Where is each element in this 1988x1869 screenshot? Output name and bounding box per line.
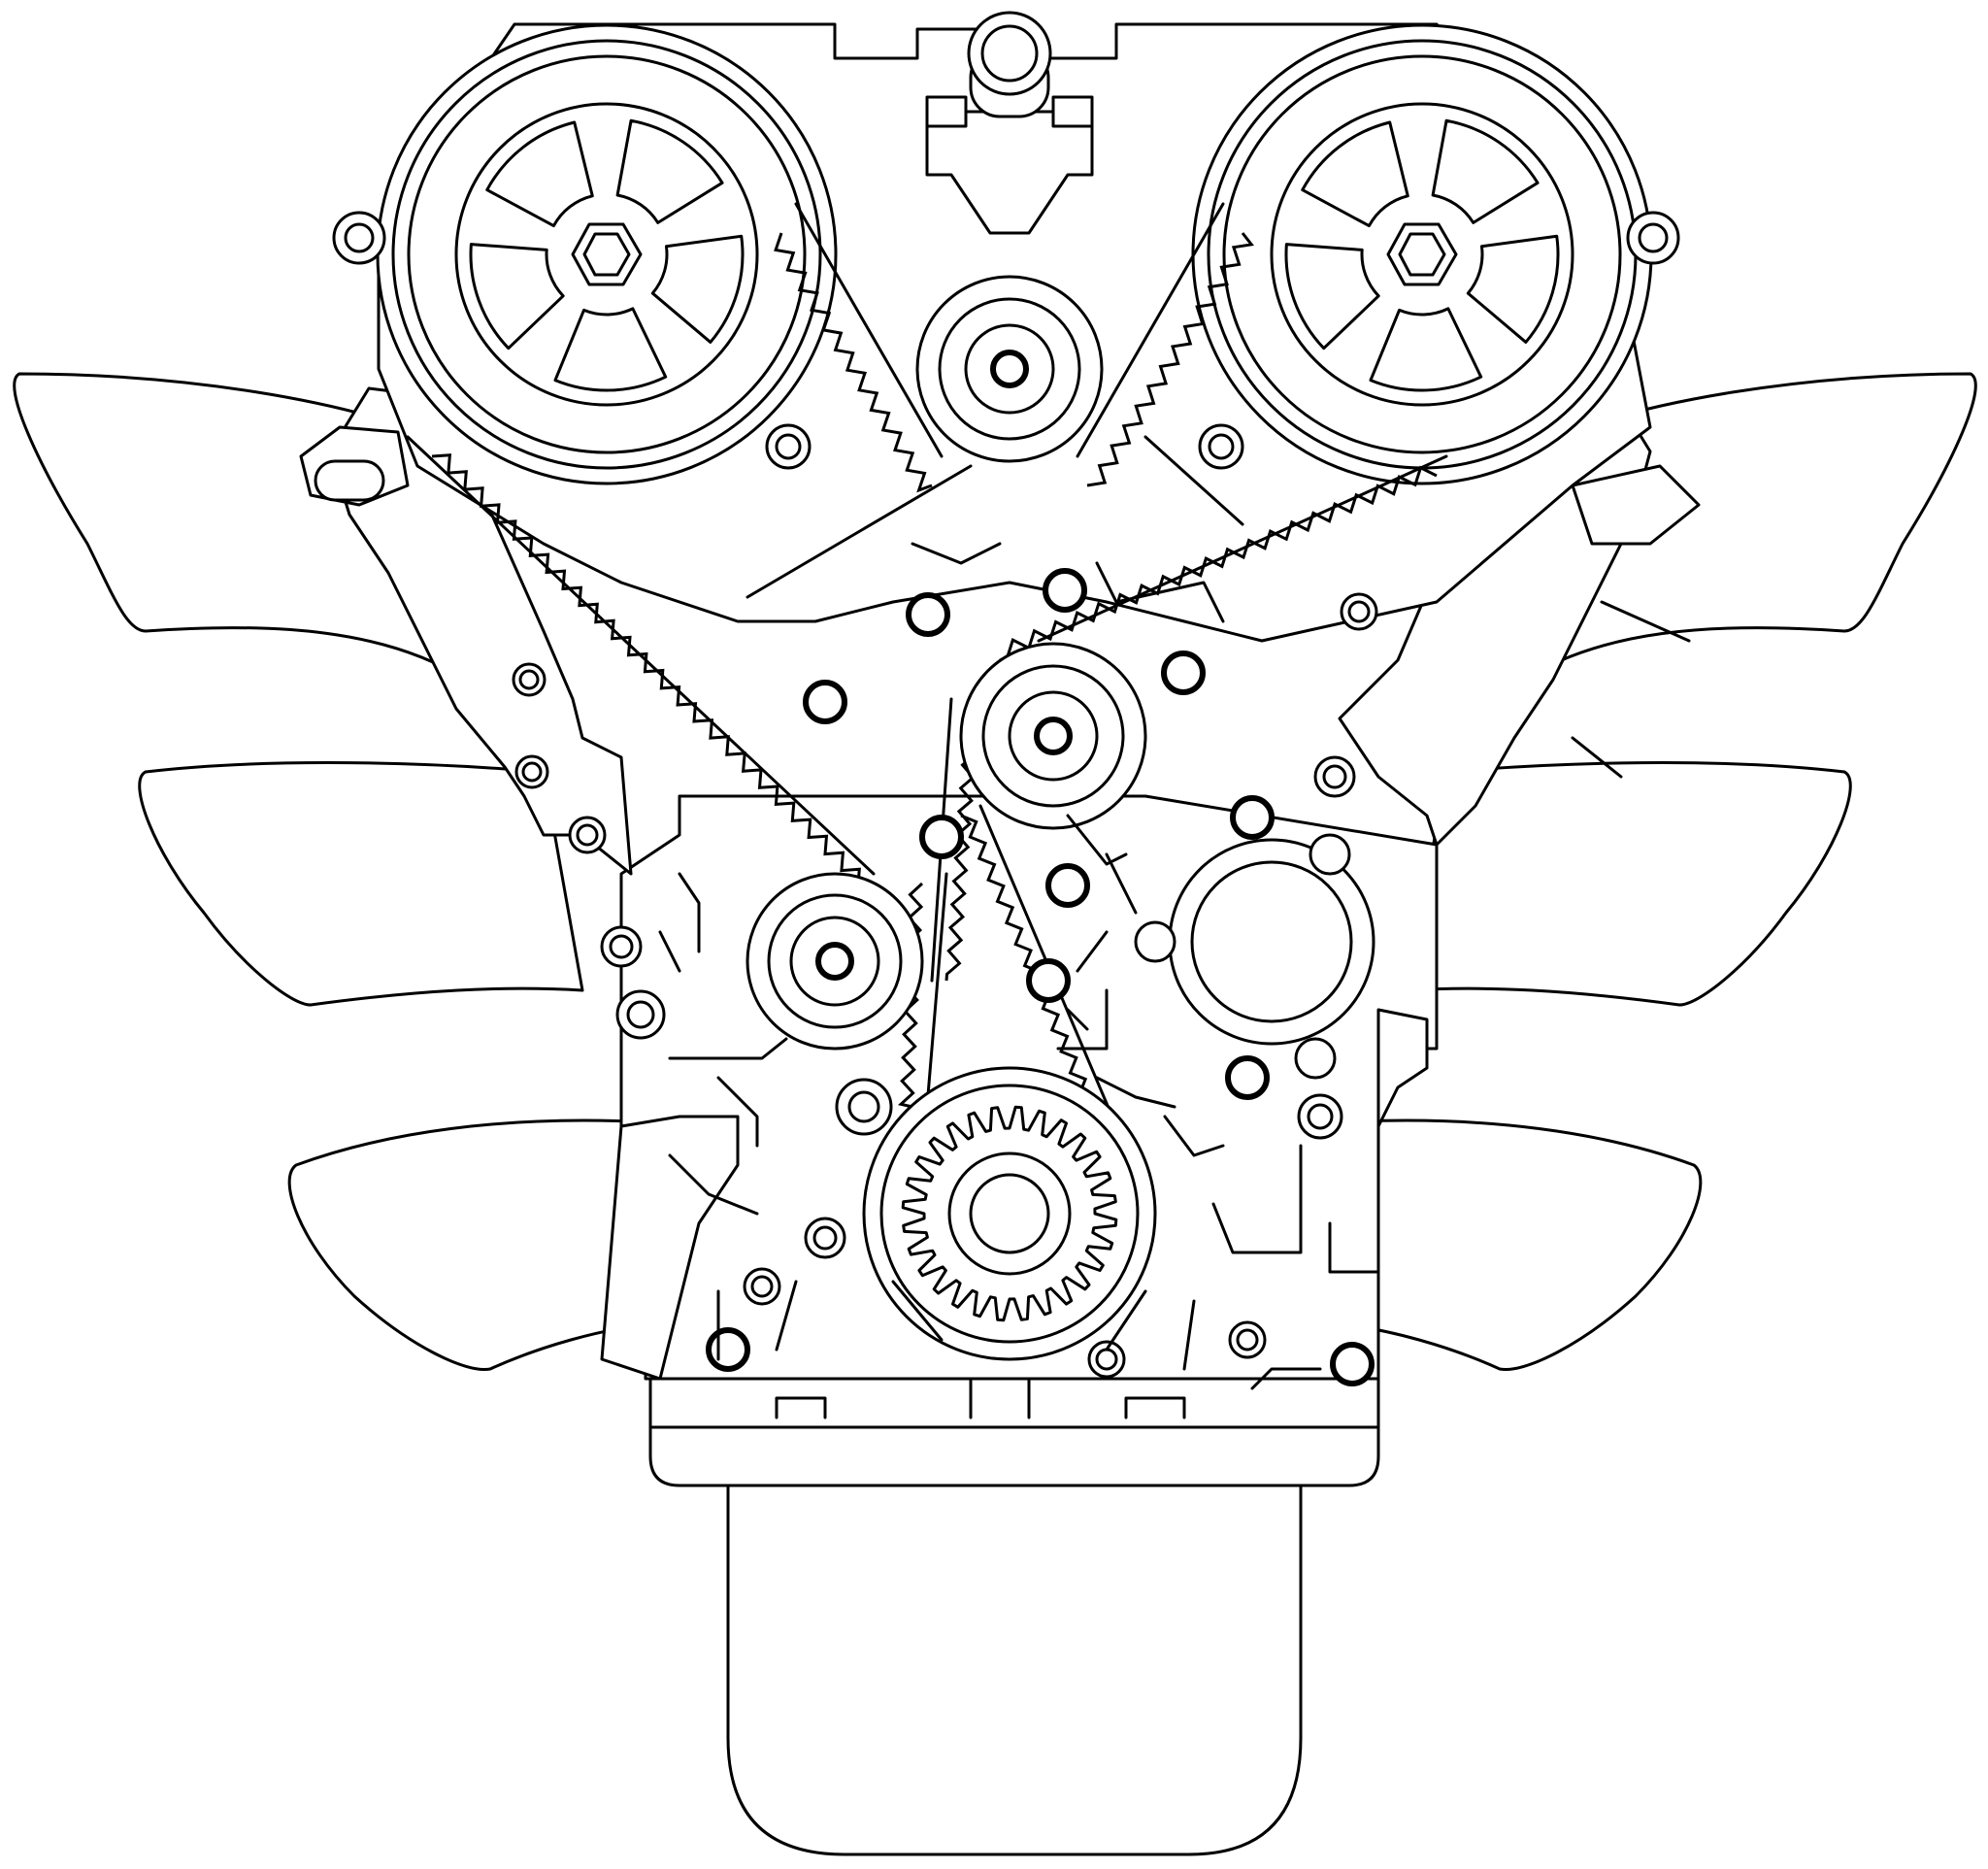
oil-filter-bracket <box>600 1115 740 1381</box>
crank-gear-teeth <box>901 1105 1118 1322</box>
thermostat-housing <box>925 11 1094 235</box>
cam-sprocket-right-spokes <box>1284 118 1560 392</box>
casting-boss-hole <box>518 669 540 690</box>
oil-pan <box>648 1377 1380 1856</box>
crank-sprocket <box>862 1066 1157 1361</box>
right-lower-housing <box>1376 1008 1429 1128</box>
casting-boss <box>765 423 812 470</box>
fan-blade-left-lower <box>287 1118 643 1372</box>
casting-boss-hole <box>750 1275 774 1298</box>
belt-teeth-segment <box>774 232 933 493</box>
bolt-head <box>1225 1055 1270 1100</box>
bolt-head <box>803 680 847 724</box>
casting-boss-hole <box>1307 1103 1334 1130</box>
cam-sprocket-right <box>1191 23 1653 485</box>
sprocket-spoke-window <box>1284 243 1380 350</box>
casting-boss <box>835 1078 893 1136</box>
casting-boss <box>1626 211 1680 265</box>
sprocket-spoke-window <box>485 120 594 228</box>
casting-boss-hole <box>1322 764 1347 789</box>
idler-pulley-center <box>959 642 1147 830</box>
belt-teeth-segment <box>431 453 866 895</box>
belt-teeth-segment <box>999 465 1438 662</box>
casting-boss <box>514 754 549 789</box>
sprocket-spoke-window <box>469 243 565 350</box>
oil-pan-flange <box>648 1377 1380 1487</box>
bolt-head <box>706 1327 750 1372</box>
belt-back-segment <box>794 202 944 458</box>
bolt-head <box>906 592 950 637</box>
sprocket-spoke-window <box>650 234 745 344</box>
casting-boss-hole <box>1208 433 1235 460</box>
cam-sprocket-left-spokes <box>469 118 745 392</box>
casting-boss-hole <box>609 934 634 959</box>
sprocket-spoke-window <box>553 307 668 392</box>
bolt-head <box>1230 795 1275 840</box>
fan-blade-right-lower <box>1347 1118 1703 1372</box>
oil-pan-sump <box>726 1474 1303 1856</box>
casting-boss-hole <box>521 761 543 783</box>
sprocket-spoke-window <box>1466 234 1560 344</box>
belt-teeth-segment <box>1086 232 1254 487</box>
casting-boss <box>332 211 386 265</box>
casting-boss <box>600 925 643 968</box>
casting-boss-hole <box>1236 1328 1259 1352</box>
bolt-head <box>1330 1342 1375 1386</box>
belt-back-segment <box>1076 202 1225 458</box>
mount-tab-left <box>299 425 410 507</box>
bosses <box>332 211 1680 1379</box>
casting-boss-hole <box>1638 222 1669 253</box>
sprocket-spoke-window <box>1369 307 1483 392</box>
water-pump <box>1134 833 1375 1080</box>
casting-boss-hole <box>812 1225 838 1251</box>
hex-bolt-right <box>1386 222 1458 286</box>
casting-boss-hole <box>847 1090 880 1123</box>
head-cover-seam <box>746 464 973 599</box>
casting-boss <box>1087 1340 1126 1379</box>
casting-boss <box>1198 423 1244 470</box>
bolt-head <box>1026 958 1071 1003</box>
casting-boss <box>1228 1320 1267 1359</box>
timing-belt <box>406 202 1448 1137</box>
fan-blade-left-middle <box>138 761 584 1007</box>
casting-boss <box>615 989 666 1040</box>
casting-boss <box>743 1267 781 1306</box>
casting-boss-hole <box>576 823 599 847</box>
bolt-head <box>919 815 964 859</box>
bolt-heads <box>706 568 1375 1386</box>
sprocket-spoke-window <box>1301 120 1409 228</box>
casting-boss <box>1297 1093 1343 1140</box>
casting-boss <box>512 662 547 697</box>
bolt-head <box>1161 651 1206 695</box>
fan-blade-right-middle <box>1406 761 1852 1007</box>
bolt-head <box>1043 568 1087 613</box>
casting-boss-hole <box>775 433 802 460</box>
casting-boss <box>568 816 607 854</box>
casting-boss <box>804 1217 846 1259</box>
belt-back-segment <box>925 872 948 1109</box>
sprocket-spoke-window <box>615 118 724 224</box>
idler-pulley-top <box>915 275 1104 463</box>
cam-sprocket-left <box>376 23 838 485</box>
casting-boss-hole <box>344 222 375 253</box>
casting-boss-hole <box>626 1000 655 1029</box>
mount-tab-right <box>1571 464 1701 779</box>
casting-boss <box>1313 755 1356 798</box>
idler-pulley-lower <box>746 872 924 1051</box>
casting-detail-lines <box>658 542 1380 1419</box>
bolt-head <box>1045 863 1090 908</box>
sprocket-spoke-window <box>1431 118 1540 224</box>
casting-boss-hole <box>1347 600 1371 623</box>
casting-boss <box>1340 592 1378 631</box>
hex-bolt-left <box>571 222 643 286</box>
